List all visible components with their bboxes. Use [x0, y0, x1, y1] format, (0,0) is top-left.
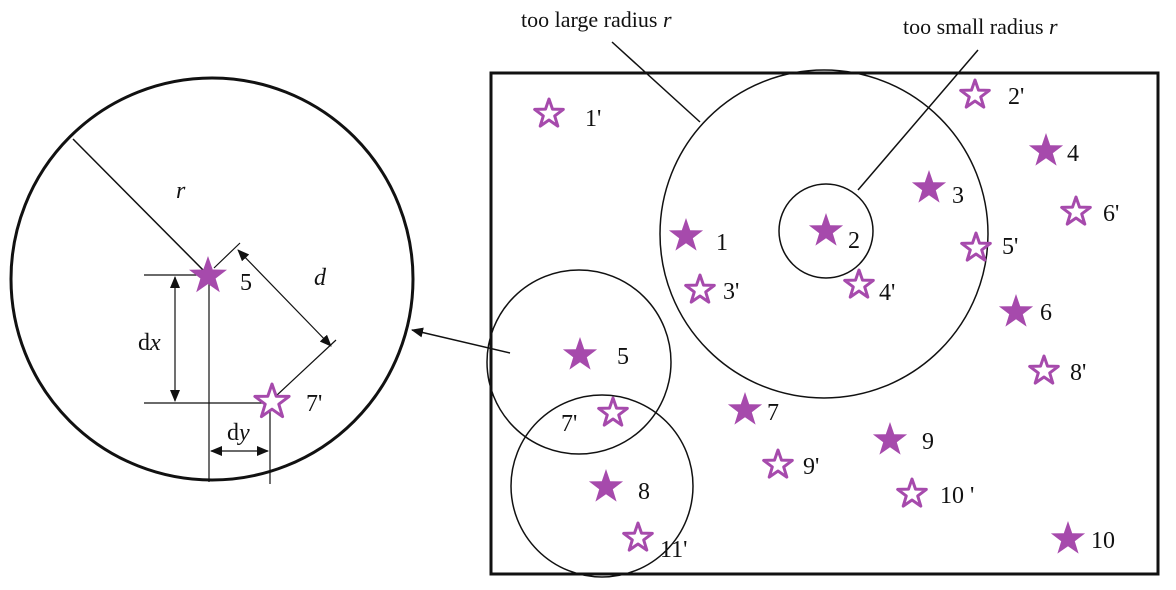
- d-extension-lower: [275, 339, 337, 397]
- star-field-frame: [489, 71, 1160, 576]
- too-small-radius-circle: [778, 183, 874, 279]
- hollow-star-7p: [597, 396, 629, 427]
- zoom-filled-star: [189, 256, 227, 293]
- hollow-star-2p: [959, 78, 991, 109]
- hollow-star-label-9p: 9': [803, 454, 819, 480]
- filled-star-label-9: 9: [922, 429, 934, 455]
- filled-star-8: [588, 469, 624, 502]
- hollow-star-8p: [1028, 354, 1060, 385]
- filled-star-label-1: 1: [716, 230, 728, 256]
- filled-star-2: [808, 213, 844, 246]
- hollow-star-label-10p: 10 ': [940, 483, 974, 509]
- zoom-filled-star-label: 5: [240, 270, 252, 296]
- filled-star-label-3: 3: [952, 183, 964, 209]
- filled-star-4: [1028, 133, 1064, 166]
- hollow-star-4p: [843, 268, 875, 299]
- hollow-star-9p: [762, 448, 794, 479]
- dx-label: dx: [138, 330, 161, 356]
- filled-star-9: [872, 422, 908, 455]
- hollow-star-label-4p: 4': [879, 280, 895, 306]
- filled-star-5: [562, 337, 598, 370]
- star-5-search-circle: [486, 269, 672, 455]
- filled-star-label-7: 7: [767, 400, 779, 426]
- zoom-filled-star-shape: [189, 256, 227, 293]
- hollow-star-label-11p: 11': [660, 537, 687, 563]
- zoom-detail-circle: [9, 76, 415, 482]
- filled-star-6: [998, 294, 1034, 327]
- hollow-star-label-1p: 1': [585, 106, 601, 132]
- zoom-hollow-star-label: 7': [306, 391, 322, 417]
- hollow-star-10p: [896, 477, 928, 508]
- filled-star-label-5: 5: [617, 344, 629, 370]
- too-large-leader-line: [611, 41, 701, 123]
- d-dimension-arrow: [237, 249, 332, 347]
- zoom-hollow-star-shape: [253, 382, 291, 419]
- radius-label: r: [176, 178, 186, 204]
- hollow-star-5p: [960, 231, 992, 262]
- filled-star-3: [911, 170, 947, 203]
- too-large-radius-circle: [659, 69, 989, 399]
- filled-star-1: [668, 218, 704, 251]
- hollow-star-label-2p: 2': [1008, 84, 1024, 110]
- filled-star-10: [1050, 521, 1086, 554]
- too-large-annotation: too large radius r: [521, 7, 672, 32]
- zoom-hollow-star: [253, 382, 291, 419]
- hollow-star-1p: [533, 97, 565, 128]
- dy-label: dy: [227, 420, 250, 446]
- star-8-search-circle: [510, 394, 694, 578]
- filled-star-label-4: 4: [1067, 141, 1079, 167]
- hollow-star-label-5p: 5': [1002, 234, 1018, 260]
- filled-star-7: [727, 392, 763, 425]
- too-small-leader-line: [857, 49, 979, 191]
- hollow-star-label-6p: 6': [1103, 201, 1119, 227]
- radius-line: [72, 138, 209, 276]
- hollow-star-label-7p: 7': [561, 411, 577, 437]
- filled-star-label-6: 6: [1040, 300, 1052, 326]
- d-extension-upper: [213, 242, 241, 269]
- filled-star-label-8: 8: [638, 479, 650, 505]
- zoom-arrow: [411, 327, 511, 354]
- too-small-annotation: too small radius r: [903, 14, 1058, 39]
- hollow-star-11p: [622, 521, 654, 552]
- hollow-star-label-8p: 8': [1070, 360, 1086, 386]
- distance-label: d: [314, 265, 327, 291]
- hollow-star-6p: [1060, 195, 1092, 226]
- filled-star-label-2: 2: [848, 228, 860, 254]
- hollow-star-3p: [684, 273, 716, 304]
- star-layer: 1 2 3 4 5 6 7 8 9 10 1' 2' 3' 4' 5' 6' 7' 8' 9' 10 ' 11': [533, 78, 1119, 563]
- filled-star-label-10: 10: [1091, 528, 1115, 554]
- hollow-star-label-3p: 3': [723, 279, 739, 305]
